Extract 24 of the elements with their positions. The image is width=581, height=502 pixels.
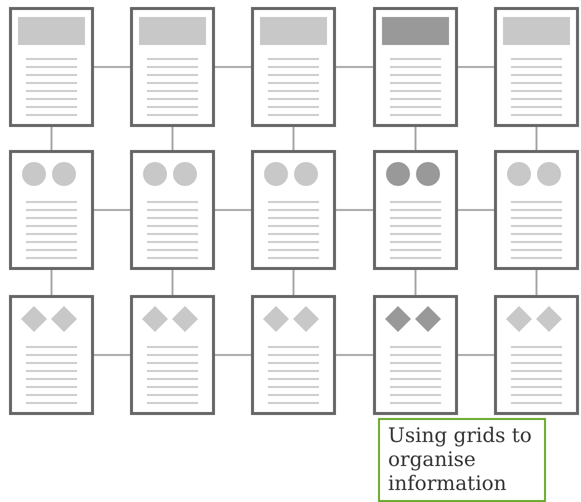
connector-line [336,209,373,211]
connector-line [215,209,251,211]
connector-line [94,209,130,211]
connector-line [50,127,52,150]
connector-line [292,270,294,295]
connector-line [536,270,538,295]
connector-line [292,127,294,150]
caption-text: Using grids to organise information [388,423,533,495]
connector-line [336,354,373,356]
connector-line [172,270,174,295]
connector-line [458,354,494,356]
connector-line [536,127,538,150]
connector-line [94,354,130,356]
connector-line [458,209,494,211]
text-box [378,418,546,502]
connector-line [336,66,373,68]
connector-line [458,66,494,68]
connector-line [50,270,52,295]
connector-line [414,127,416,150]
connector-line [215,354,251,356]
connector-line [414,270,416,295]
connector-line [94,66,130,68]
connector-line [215,66,251,68]
connector-line [172,127,174,150]
